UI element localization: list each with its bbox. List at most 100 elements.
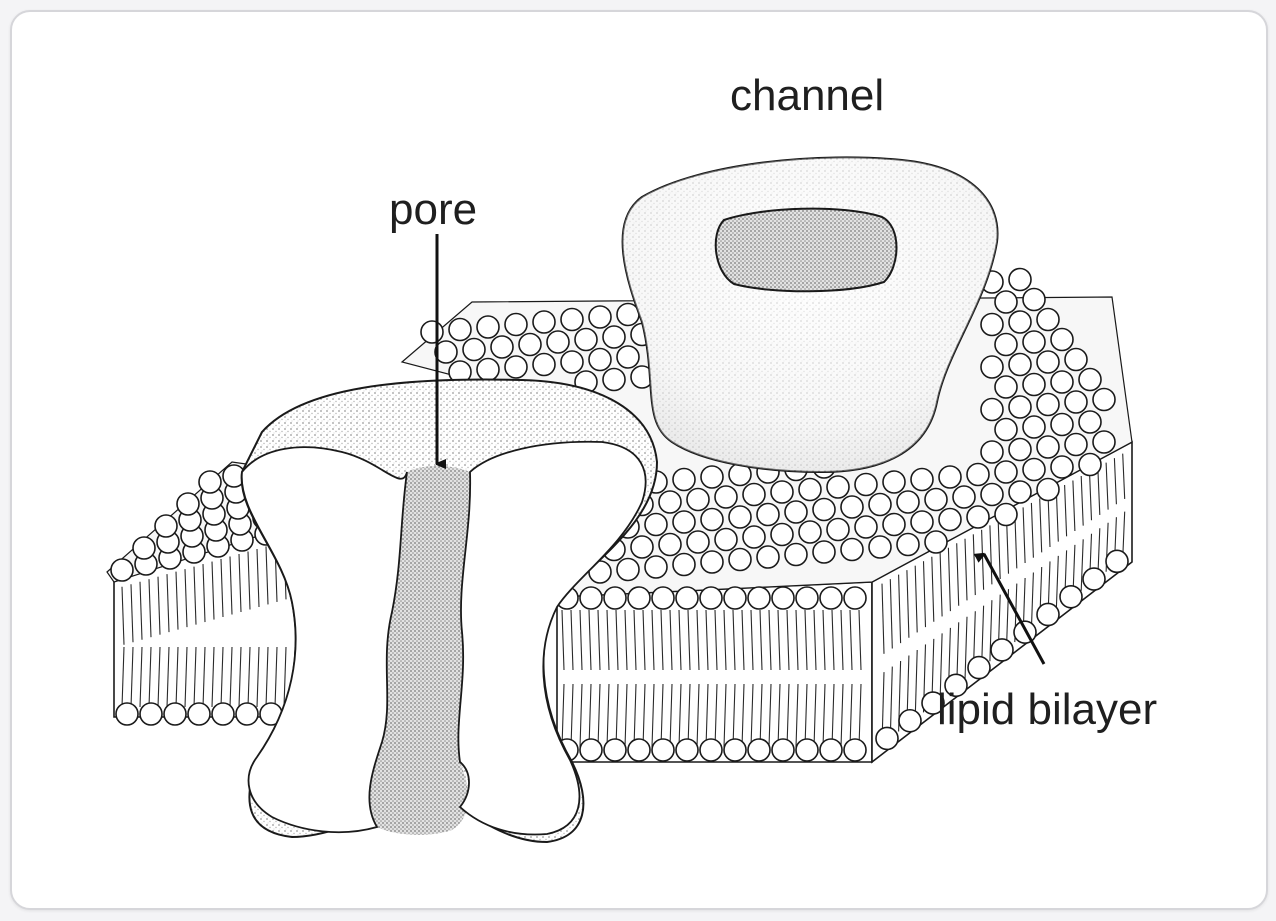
lipid-head bbox=[675, 586, 699, 610]
lipid-tail bbox=[202, 646, 206, 708]
lipid-head bbox=[1059, 584, 1083, 609]
lipid-head bbox=[1022, 415, 1046, 439]
lipid-bilayer-arrow bbox=[984, 554, 1046, 665]
lipid-head bbox=[1064, 432, 1088, 457]
lipid-tail bbox=[229, 646, 233, 708]
lipid-head bbox=[967, 655, 991, 680]
lipid-tail bbox=[130, 584, 134, 643]
lipid-tail bbox=[1072, 480, 1076, 531]
lipid-head bbox=[742, 525, 766, 549]
lipid-head bbox=[882, 470, 906, 494]
lipid-head bbox=[952, 485, 976, 509]
lipid-tail bbox=[561, 683, 565, 748]
lipid-tail bbox=[723, 609, 727, 671]
lipid-head bbox=[980, 482, 1004, 507]
lipid-head bbox=[1082, 567, 1106, 591]
lipid-head bbox=[784, 500, 808, 524]
lipid-head bbox=[1078, 452, 1102, 477]
lipid-head bbox=[994, 375, 1018, 399]
lipid-head bbox=[1036, 602, 1060, 627]
lipid-head bbox=[843, 586, 867, 610]
lipid-tail bbox=[714, 609, 718, 671]
lipid-bilayer-label: lipid bilayer bbox=[937, 685, 1157, 734]
lipid-tail bbox=[914, 565, 918, 633]
lipid-head bbox=[1105, 549, 1129, 574]
lipid-tail bbox=[148, 579, 152, 638]
lipid-head bbox=[898, 708, 922, 733]
lipid-tail bbox=[121, 646, 125, 708]
lipid-head bbox=[700, 465, 724, 489]
lipid-tail bbox=[615, 609, 619, 671]
lipid-head bbox=[921, 691, 945, 715]
lipid-head bbox=[812, 497, 836, 522]
lipid-tail bbox=[723, 683, 727, 748]
lipid-head bbox=[672, 552, 696, 577]
lipid-tail bbox=[786, 609, 790, 671]
lipid-head bbox=[826, 517, 850, 542]
lipid-head bbox=[627, 586, 651, 610]
lipid-tail bbox=[889, 666, 893, 738]
lipid-head bbox=[990, 638, 1014, 662]
lipid-head bbox=[434, 340, 458, 364]
lipid-tail bbox=[570, 609, 574, 671]
lipid-tail bbox=[777, 609, 781, 671]
lipid-head bbox=[1022, 372, 1046, 397]
lipid-head bbox=[603, 586, 627, 610]
lipid-head bbox=[504, 355, 528, 379]
lipid-tail bbox=[606, 609, 610, 671]
lipid-head bbox=[966, 505, 990, 529]
lipid-tail bbox=[175, 646, 179, 708]
lipid-tail bbox=[768, 683, 772, 748]
lipid-tail bbox=[795, 609, 799, 671]
lipid-head bbox=[770, 522, 794, 547]
figure-card: channel pore lipid bilayer bbox=[10, 10, 1268, 910]
lipid-tail bbox=[849, 609, 853, 671]
lipid-head bbox=[896, 490, 920, 514]
lipid-head bbox=[198, 470, 222, 494]
lipid-tail bbox=[669, 609, 673, 671]
lipid-tail bbox=[660, 609, 664, 671]
lipid-tail bbox=[588, 609, 592, 671]
lipid-head bbox=[651, 586, 675, 610]
lipid-tail bbox=[1055, 489, 1059, 542]
lipid-head bbox=[980, 440, 1004, 464]
lipid-head bbox=[1022, 330, 1046, 354]
lipid-tail bbox=[732, 683, 736, 748]
lipid-tail bbox=[139, 646, 143, 708]
lipid-head bbox=[798, 520, 822, 544]
lipid-head bbox=[588, 347, 612, 372]
lipid-head bbox=[675, 738, 699, 762]
lipid-head bbox=[1064, 347, 1088, 372]
lipid-head bbox=[938, 507, 962, 532]
lipid-tail bbox=[804, 609, 808, 671]
lipid-head bbox=[579, 738, 603, 762]
lipid-head bbox=[994, 332, 1018, 357]
lipid-tail bbox=[759, 683, 763, 748]
lipid-tail bbox=[175, 571, 179, 630]
lipid-head bbox=[840, 537, 864, 562]
lipid-tail bbox=[166, 574, 170, 633]
lipid-head bbox=[1078, 367, 1102, 392]
lipid-tail bbox=[1030, 572, 1034, 630]
lipid-head bbox=[476, 315, 500, 339]
lipid-head bbox=[139, 702, 163, 726]
lipid-tail bbox=[651, 609, 655, 671]
lipid-head bbox=[944, 673, 968, 698]
lipid-head bbox=[771, 738, 795, 762]
lipid-tail bbox=[121, 586, 125, 645]
lipid-tail bbox=[964, 538, 968, 601]
pore-protein bbox=[240, 378, 659, 844]
lipid-head bbox=[1064, 390, 1088, 414]
lipid-tail bbox=[898, 574, 902, 644]
lipid-head bbox=[994, 502, 1018, 527]
lipid-tail bbox=[256, 646, 260, 708]
lipid-head bbox=[616, 345, 640, 369]
lipid-tail bbox=[822, 683, 826, 748]
lipid-tail bbox=[265, 546, 269, 605]
lipid-head bbox=[875, 726, 899, 751]
lipid-head bbox=[490, 335, 514, 359]
lipid-head bbox=[686, 530, 710, 554]
lipid-head bbox=[910, 467, 934, 492]
lipid-tail bbox=[831, 609, 835, 671]
lipid-head bbox=[115, 702, 139, 726]
